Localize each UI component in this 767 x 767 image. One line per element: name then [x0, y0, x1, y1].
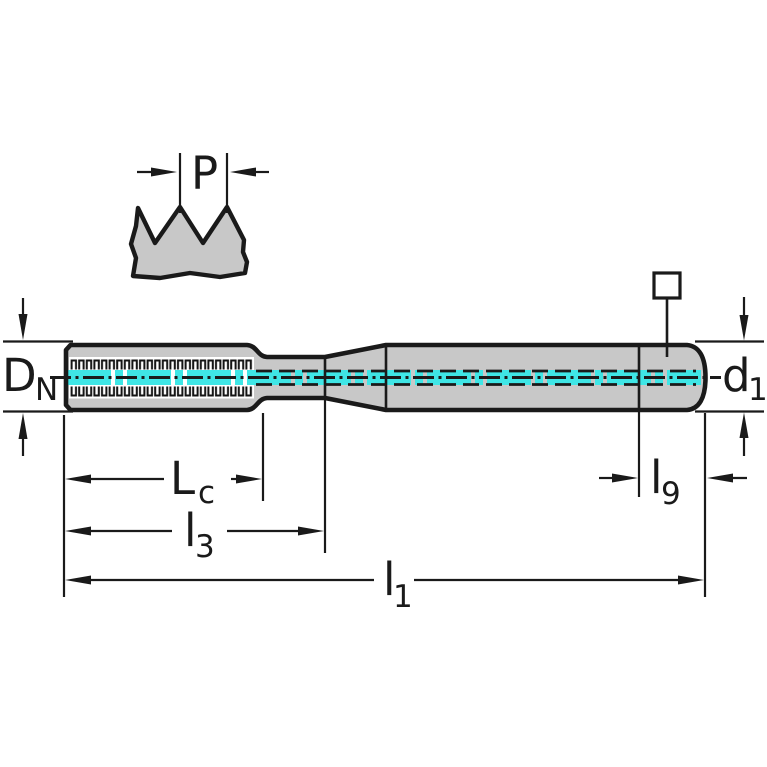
tap-body [50, 271, 721, 413]
thread-teeth-top [70, 357, 253, 370]
l3-label-main: l [184, 504, 197, 557]
l1-arrowhead-left [65, 575, 91, 585]
l1-label-main: l [383, 553, 396, 606]
extension-lines [62, 400, 707, 597]
l9-arrowhead-left [612, 473, 638, 483]
thread-profile-shape [128, 204, 250, 281]
l9-arrowhead-right [707, 473, 733, 483]
l3-arrowhead-left [65, 526, 91, 536]
l9-label-sub: 9 [661, 476, 681, 512]
l3-label-sub: 3 [195, 529, 215, 565]
thread-teeth-bottom [70, 386, 253, 399]
dn-label-sub: N [35, 372, 58, 408]
l1-label-sub: 1 [393, 579, 413, 615]
d1-label-main: d [722, 349, 751, 402]
tap-body-outline [63, 342, 708, 413]
dimension-overall-length: l 1 [65, 553, 704, 615]
l1-arrowhead-right [678, 575, 704, 585]
dn-arrowhead-bottom [18, 413, 28, 439]
l3-arrowhead-right [298, 526, 324, 536]
d1-arrowhead-top [739, 315, 749, 341]
d1-label-sub: 1 [748, 372, 767, 408]
dimension-chamfer-length: L c [65, 452, 262, 511]
pitch-label: P [191, 147, 218, 200]
thread-profile-detail: P [128, 147, 269, 281]
pitch-arrowhead-left [151, 167, 177, 177]
lc-arrowhead-right [236, 474, 262, 484]
lc-label-sub: c [198, 475, 215, 511]
d1-arrowhead-bottom [739, 412, 749, 438]
square-drive-symbol [652, 271, 682, 300]
pitch-arrowhead-right [230, 167, 256, 177]
dimension-shank-diameter: d 1 [695, 297, 767, 456]
lc-arrowhead-left [65, 474, 91, 484]
l9-label-main: l [650, 451, 663, 504]
dn-label-main: D [2, 349, 37, 402]
lc-label-main: L [170, 452, 195, 505]
dimension-nominal-diameter: D N [2, 298, 73, 456]
dn-arrowhead-top [18, 314, 28, 340]
dimension-thread-neck-length: l 3 [65, 504, 324, 565]
dimension-square-length: l 9 [599, 451, 747, 512]
